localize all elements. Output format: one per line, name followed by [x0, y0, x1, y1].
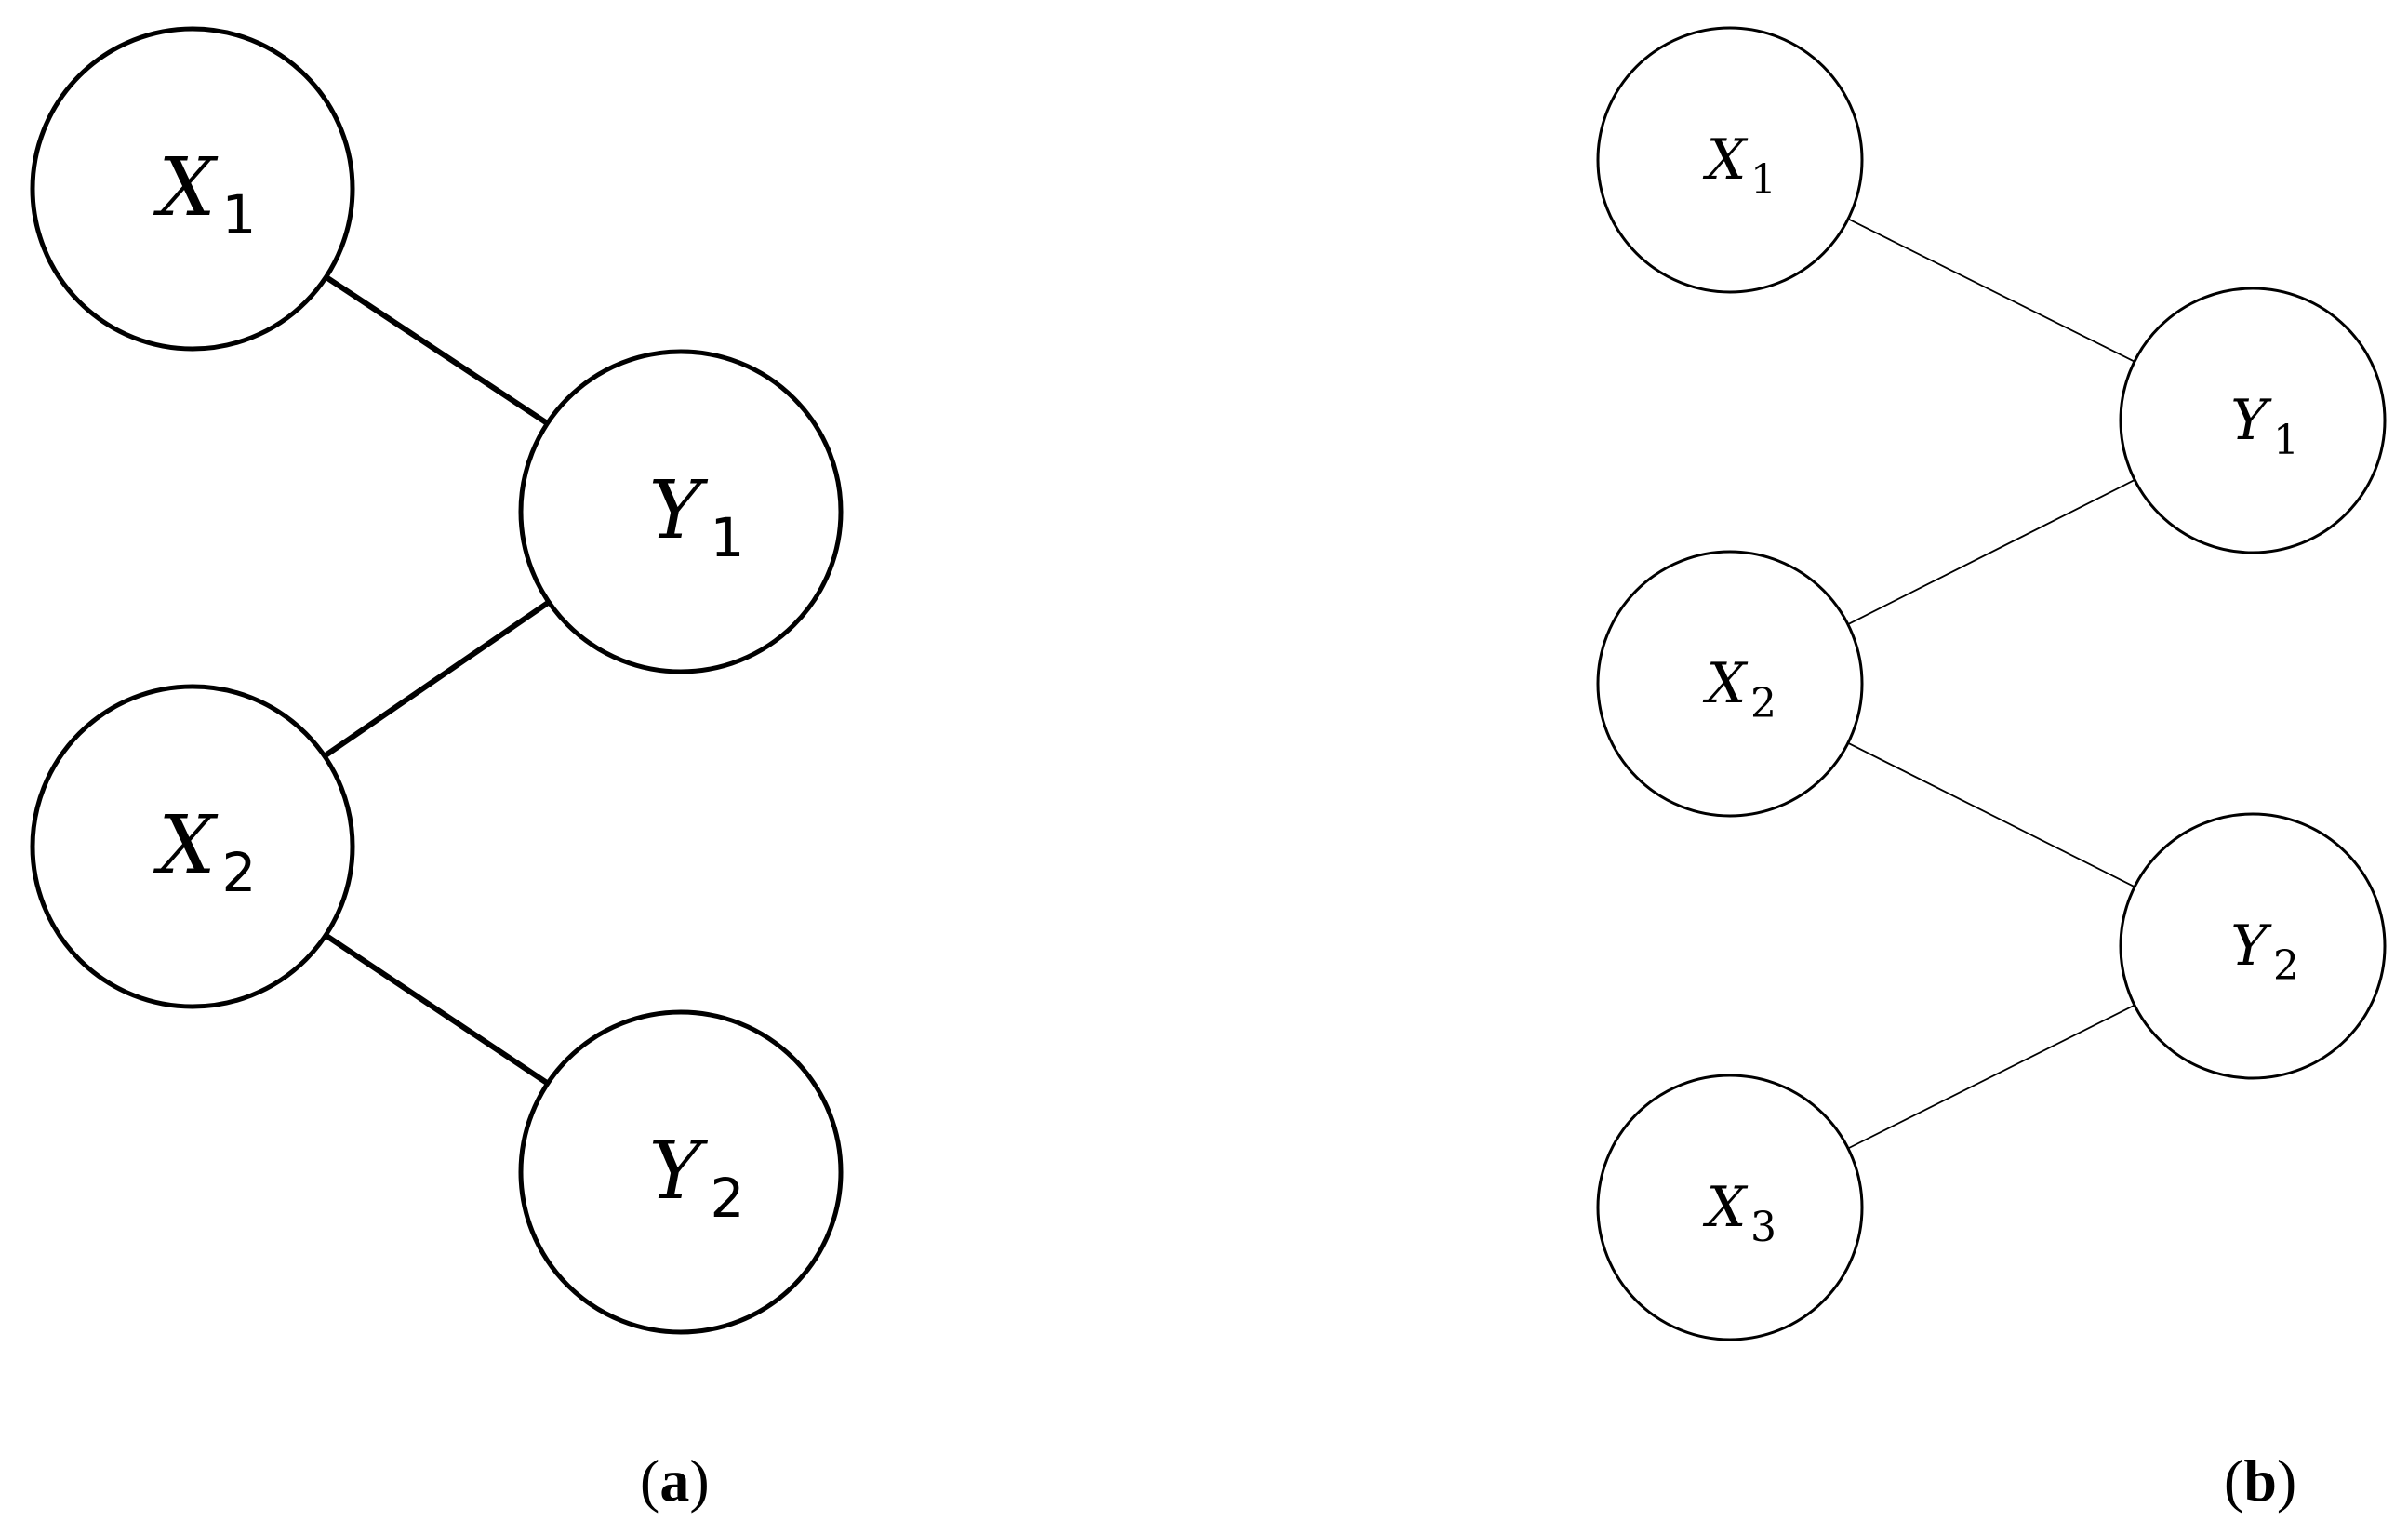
node-label-subscript: 1: [711, 506, 745, 569]
node-label-subscript: 2: [2273, 942, 2299, 990]
node-label-main: X: [1703, 651, 1749, 716]
node-label-subscript: 1: [2273, 417, 2299, 464]
node-circle: [30, 684, 355, 1009]
node-label-subscript: 2: [711, 1167, 745, 1230]
edge-y1-x2: [1847, 479, 2135, 625]
panel-a-caption: (a): [640, 1451, 710, 1511]
edge-x1-y1: [324, 274, 550, 426]
node-label-subscript: 1: [1750, 156, 1776, 204]
node-circle: [30, 26, 355, 352]
edge-y2-x3: [1847, 1004, 2135, 1150]
node-label-subscript: 1: [222, 183, 257, 247]
node-label-main: X: [153, 141, 219, 234]
node-label-main: X: [1703, 1175, 1749, 1240]
panel-b-caption: (b): [2224, 1451, 2296, 1511]
node-label-main: X: [1703, 127, 1749, 193]
node-label-main: Y: [2230, 388, 2272, 453]
panel-a-caption-letter: a: [659, 1447, 690, 1514]
edge-y1-x2: [323, 599, 551, 759]
node-circle: [518, 349, 844, 674]
panel-a-caption-open: (: [640, 1447, 660, 1514]
node-label-subscript: 2: [222, 841, 257, 904]
panel-a-caption-close: ): [689, 1447, 710, 1514]
node-label-main: Y: [2230, 914, 2272, 979]
node-circle: [1596, 1074, 1864, 1341]
edge-x1-y1: [1847, 218, 2135, 363]
node-circle: [1596, 550, 1864, 818]
edge-x2-y2: [1847, 741, 2135, 888]
node-label-main: X: [153, 799, 219, 892]
edge-x2-y2: [324, 932, 550, 1087]
node-label-main: Y: [649, 464, 709, 557]
node-label-subscript: 2: [1750, 680, 1776, 727]
node-circle: [2119, 812, 2387, 1080]
node-circle: [2119, 287, 2387, 554]
node-circle: [1596, 26, 1864, 294]
node-circle: [518, 1009, 844, 1335]
node-label-subscript: 3: [1750, 1204, 1776, 1251]
node-label-main: Y: [649, 1125, 709, 1218]
panel-b-caption-letter: b: [2243, 1447, 2277, 1514]
panel-b-caption-open: (: [2224, 1447, 2244, 1514]
panel-b-caption-close: ): [2276, 1447, 2297, 1514]
